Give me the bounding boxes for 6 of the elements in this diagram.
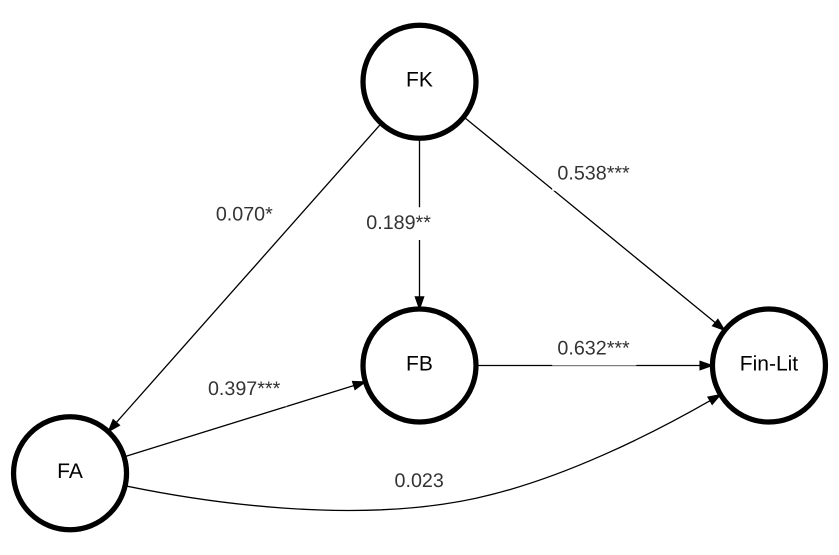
edge-label: 0.397*** [208,378,280,400]
edge-label: 0.632*** [557,337,630,360]
edge-label: 0.189** [366,212,431,234]
edge-label: 0.023 [394,470,444,492]
edge-label: 0.538*** [557,162,630,185]
edge-label: 0.070* [216,203,273,226]
